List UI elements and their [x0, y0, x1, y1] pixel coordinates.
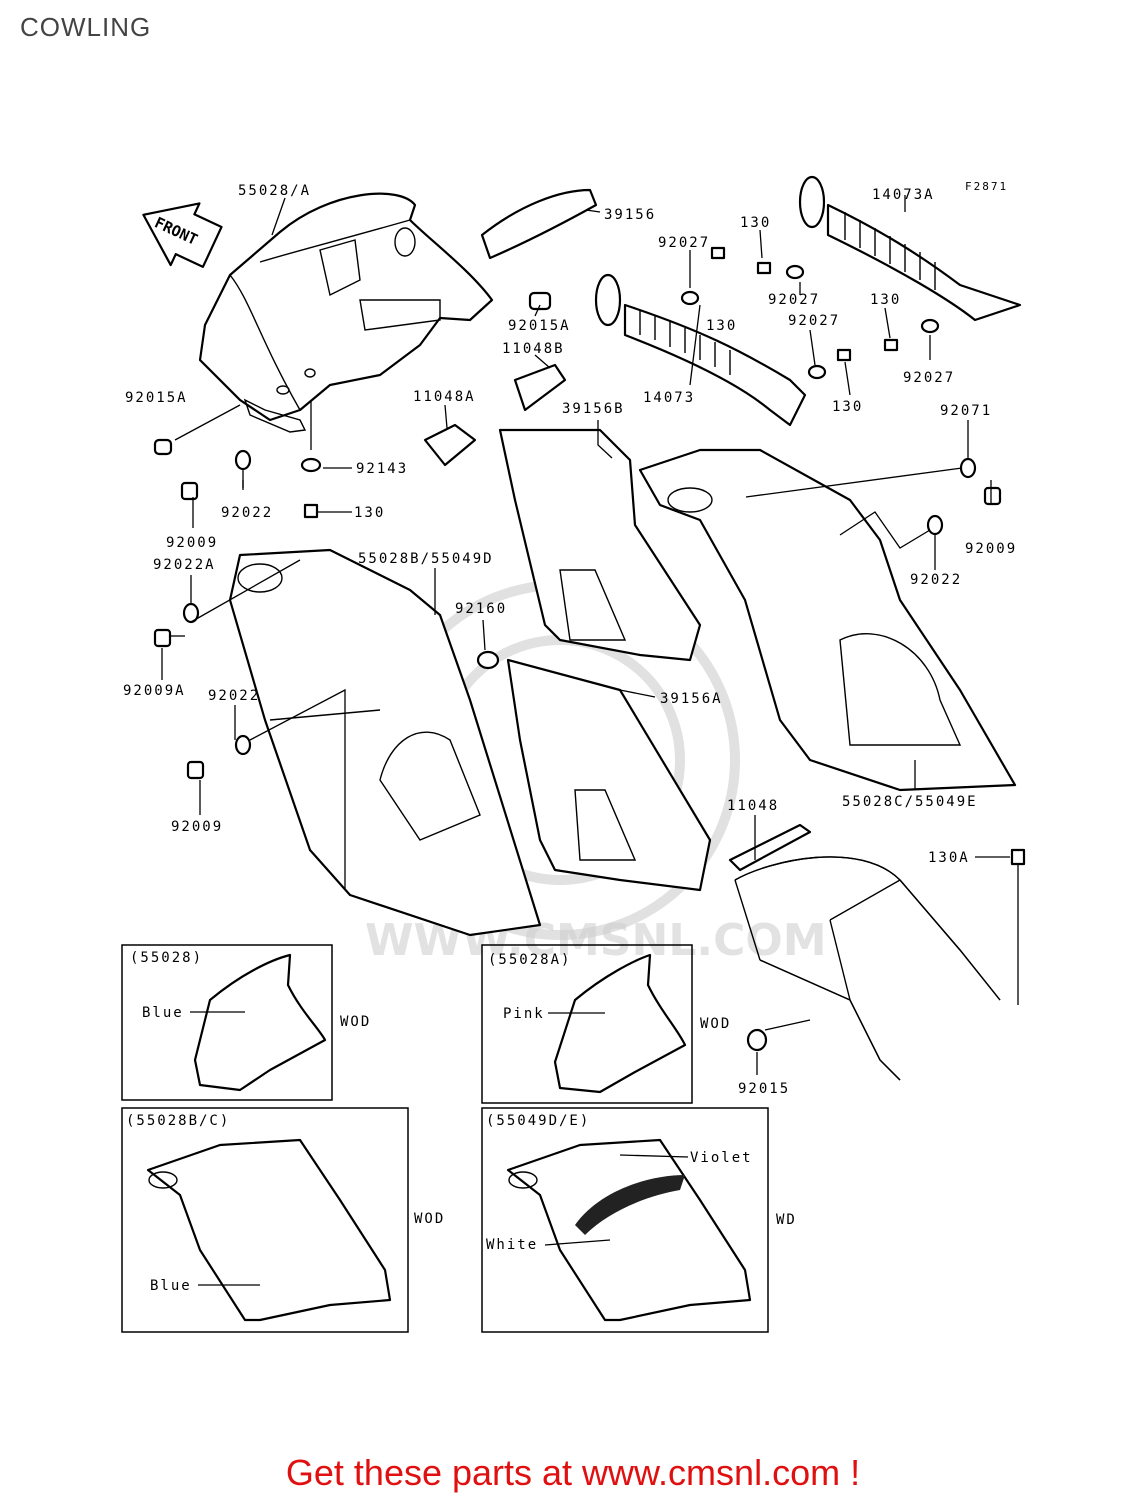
- side-cowl-55028b: [228, 548, 542, 937]
- label-39156a: 39156A: [660, 691, 723, 707]
- variant-box-55028: (55028) Blue WOD: [121, 944, 371, 1101]
- label-92160: 92160: [455, 601, 507, 617]
- label-55028b-55049d: 55028B/55049D: [358, 551, 494, 567]
- label-92015a: 92015A: [125, 390, 188, 406]
- label-92009: 92009: [965, 541, 1017, 557]
- hardware: [153, 246, 1026, 1052]
- svg-text:(55028B/C): (55028B/C): [126, 1113, 230, 1129]
- upper-cowl-55028: [198, 192, 494, 433]
- label-39156b: 39156B: [562, 401, 625, 417]
- svg-text:Violet: Violet: [690, 1150, 753, 1166]
- svg-text:WOD: WOD: [414, 1211, 445, 1227]
- label-130: 130: [870, 292, 901, 308]
- duct-14073a: [798, 175, 1022, 322]
- svg-text:WD: WD: [776, 1212, 797, 1228]
- parts-diagram: WWW.CMSNL.COM FRONT F2871: [121, 175, 1026, 1333]
- label-55028c-55049e: 55028C/55049E: [842, 794, 978, 810]
- svg-text:Blue: Blue: [142, 1005, 184, 1021]
- label-92015a: 92015A: [508, 318, 571, 334]
- part-labels: 55028/A 39156 92027 130 14073A 92027 130…: [123, 183, 1017, 1097]
- label-92022: 92022: [910, 572, 962, 588]
- foam-39156b: [498, 428, 702, 662]
- front-arrow-icon: FRONT: [142, 202, 223, 268]
- label-92027: 92027: [788, 313, 840, 329]
- label-39156: 39156: [604, 207, 656, 223]
- figure-code: F2871: [965, 180, 1008, 193]
- svg-text:(55028A): (55028A): [488, 952, 571, 968]
- label-92022a: 92022A: [153, 557, 216, 573]
- svg-text:Blue: Blue: [150, 1278, 192, 1294]
- page-title: COWLING: [20, 12, 152, 42]
- label-130: 130: [740, 215, 771, 231]
- label-92022: 92022: [208, 688, 260, 704]
- foam-39156a: [506, 658, 712, 892]
- label-55028a: 55028/A: [238, 183, 311, 199]
- label-92015: 92015: [738, 1081, 790, 1097]
- label-130: 130: [832, 399, 863, 415]
- variant-box-55049de: (55049D/E) Violet White WD: [481, 1107, 797, 1333]
- foam-39156: [480, 188, 598, 260]
- label-14073a: 14073A: [872, 187, 935, 203]
- svg-text:(55028): (55028): [130, 950, 203, 966]
- label-92009: 92009: [166, 535, 218, 551]
- label-92027: 92027: [768, 292, 820, 308]
- label-92027: 92027: [658, 235, 710, 251]
- label-92143: 92143: [356, 461, 408, 477]
- label-92022: 92022: [221, 505, 273, 521]
- leader-lines: [161, 195, 1019, 1286]
- label-14073: 14073: [643, 390, 695, 406]
- svg-text:WOD: WOD: [700, 1016, 731, 1032]
- label-92027: 92027: [903, 370, 955, 386]
- label-11048a: 11048A: [413, 389, 476, 405]
- label-130: 130: [706, 318, 737, 334]
- label-11048b: 11048B: [502, 341, 565, 357]
- label-130a: 130A: [928, 850, 970, 866]
- duct-14073: [594, 273, 807, 427]
- variant-box-55028a: (55028A) Pink WOD: [481, 944, 731, 1104]
- label-92009: 92009: [171, 819, 223, 835]
- label-92009a: 92009A: [123, 683, 186, 699]
- collar-92015a-top: [528, 291, 552, 311]
- bracket-11048: [728, 823, 1001, 1081]
- footer-link-text[interactable]: Get these parts at www.cmsnl.com !: [285, 1452, 861, 1493]
- label-11048: 11048: [727, 798, 779, 814]
- svg-text:Pink: Pink: [503, 1006, 545, 1022]
- label-92071: 92071: [940, 403, 992, 419]
- svg-text:WOD: WOD: [340, 1014, 371, 1030]
- svg-text:(55049D/E): (55049D/E): [486, 1113, 590, 1129]
- variant-box-55028bc: (55028B/C) Blue WOD: [121, 1107, 445, 1333]
- label-130: 130: [354, 505, 385, 521]
- side-cowl-55028c: [638, 448, 1017, 792]
- svg-text:White: White: [486, 1237, 538, 1253]
